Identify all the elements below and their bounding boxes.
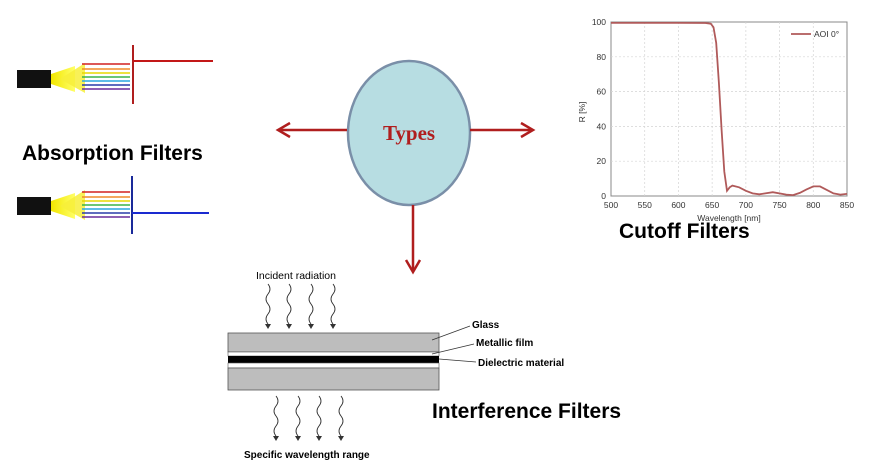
glass-label: Glass (472, 320, 500, 331)
legend-label: AOI 0° (814, 29, 839, 39)
types-node: Types (346, 59, 472, 207)
chart-grid (611, 22, 847, 196)
arrow-down (404, 205, 422, 275)
output-arrowheads (273, 436, 344, 441)
light-source-bottom (17, 197, 51, 215)
incident-arrowheads (265, 324, 336, 329)
incident-radiation-label: Incident radiation (256, 270, 336, 282)
dielectric-layer (228, 356, 439, 363)
chart-legend: AOI 0° (791, 29, 839, 39)
y-axis-label: R [%] (577, 102, 587, 123)
incident-waves (265, 283, 336, 325)
beam-spread-bottom (60, 190, 85, 220)
metallic-film-label: Metallic film (476, 338, 533, 349)
spectrum-lines-top (82, 63, 130, 90)
types-label: Types (383, 121, 435, 145)
interference-filter: Incident radiation Glass Metallic film D… (227, 270, 564, 461)
y-tick-label: 60 (597, 87, 607, 97)
metallic-film-bottom (227, 362, 440, 369)
chart-plot-area (610, 21, 848, 197)
x-tick-label: 850 (840, 200, 854, 210)
y-tick-label: 40 (597, 121, 607, 131)
light-source-top (17, 70, 51, 88)
spectrum-lines-bottom (82, 191, 130, 218)
series-line-aoi-0 (611, 22, 848, 197)
dielectric-label: Dielectric material (478, 358, 564, 369)
y-tick-label: 80 (597, 52, 607, 62)
y-tick-label: 0 (601, 191, 606, 201)
x-tick-label: 700 (739, 200, 753, 210)
x-tick-label: 500 (604, 200, 618, 210)
arrow-left (275, 121, 347, 139)
layer-leader-lines (431, 325, 477, 363)
metallic-film-top (227, 351, 440, 357)
output-wavelength-label: Specific wavelength range (244, 450, 370, 461)
absorption-title: Absorption Filters (22, 142, 203, 165)
output-waves (273, 395, 344, 437)
chart-ticks: 500 550 600 650 700 750 800 850 0 20 40 60 80 100 (592, 17, 855, 210)
x-tick-label: 650 (705, 200, 719, 210)
types-ellipse (346, 59, 472, 207)
x-tick-label: 800 (806, 200, 820, 210)
x-tick-label: 750 (772, 200, 786, 210)
cutoff-chart: 500 550 600 650 700 750 800 850 0 20 40 60 80 100 AOI… (577, 17, 854, 223)
absorption-filter-blue (17, 176, 209, 234)
x-axis-label: Wavelength [nm] (697, 213, 760, 223)
absorption-filter-red (17, 45, 213, 104)
x-tick-label: 550 (638, 200, 652, 210)
beam-spread-top (60, 63, 85, 93)
interference-title: Interference Filters (432, 400, 621, 423)
y-tick-label: 20 (597, 156, 607, 166)
glass-layer-top (227, 332, 440, 353)
cutoff-title: Cutoff Filters (619, 220, 750, 243)
arrow-right (470, 121, 536, 139)
glass-layer-bottom (227, 367, 440, 391)
y-tick-label: 100 (592, 17, 606, 27)
x-tick-label: 600 (671, 200, 685, 210)
